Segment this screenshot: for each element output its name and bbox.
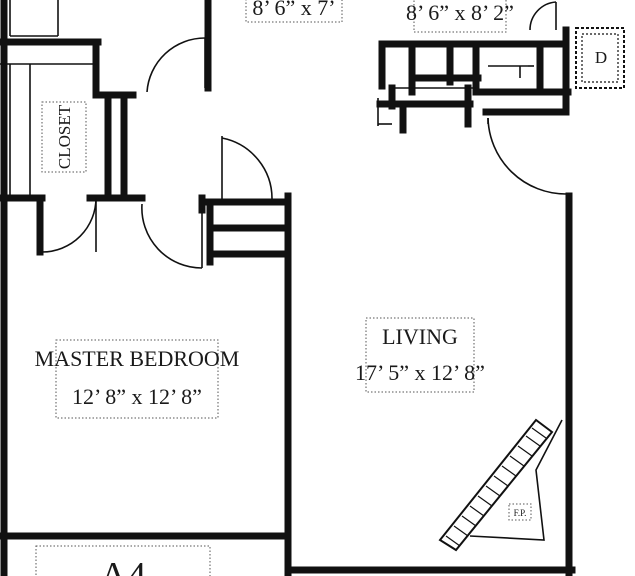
master-bedroom-name: MASTER BEDROOM: [35, 346, 240, 371]
doors: [41, 1, 567, 269]
unit-label: A4: [35, 545, 211, 576]
top-left-dimension: 8’ 6” x 7’: [245, 0, 343, 23]
closet-label: CLOSET: [41, 101, 87, 173]
master-bedroom-label: MASTER BEDROOM 12’ 8” x 12’ 8”: [35, 339, 240, 419]
top-left-dim-text: 8’ 6” x 7’: [252, 0, 335, 20]
fireplace-text: F.P.: [514, 508, 527, 518]
dryer: [575, 27, 625, 89]
living-dimension: 17’ 5” x 12’ 8”: [355, 360, 485, 385]
top-right-dimension: 8’ 6” x 8’ 2”: [406, 0, 514, 33]
fireplace: [438, 418, 563, 552]
unit-text: A4: [100, 555, 146, 576]
dryer-label: D: [595, 48, 607, 67]
living-label: LIVING 17’ 5” x 12’ 8”: [355, 317, 485, 393]
fireplace-label: F.P.: [508, 503, 532, 521]
top-right-dim-text: 8’ 6” x 8’ 2”: [406, 0, 514, 25]
dryer-text: D: [595, 48, 607, 67]
walls: [0, 0, 576, 576]
closet-text: CLOSET: [55, 104, 74, 169]
living-name: LIVING: [382, 324, 458, 349]
master-bedroom-dimension: 12’ 8” x 12’ 8”: [72, 384, 202, 409]
